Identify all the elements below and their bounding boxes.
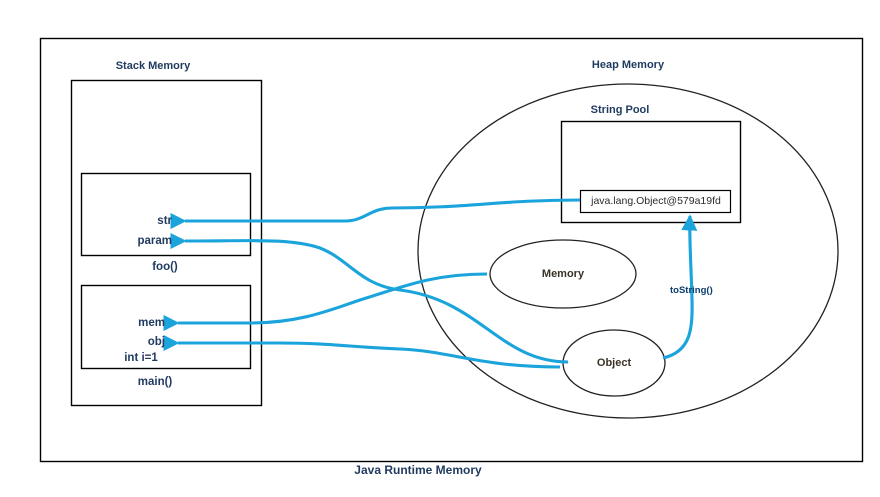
string-pool-box (560, 120, 742, 224)
stack-var-mem: mem (138, 317, 165, 329)
heap-object-object-label: Object (596, 357, 632, 369)
heap-object-memory-label: Memory (541, 268, 585, 280)
string-literal-box (579, 189, 732, 214)
outer-frame (39, 37, 864, 463)
stack-frame-label-foo: foo() (152, 261, 178, 273)
stack-frame-foo-box (80, 172, 252, 257)
arrow-param-to-object (170, 232, 569, 364)
stack-var-obj: obj (147, 336, 165, 348)
string-literal-value: java.lang.Object@579a19fd (591, 195, 721, 207)
arrow-str-to-string-literal (170, 198, 581, 230)
diagram-caption: Java Runtime Memory (354, 463, 482, 477)
stack-frame-label-main: main() (137, 376, 173, 388)
arrow-object-tostring-to-literal (662, 214, 698, 360)
heap-memory-ellipse (417, 83, 839, 419)
heap-memory-title: Heap Memory (591, 59, 665, 71)
stack-frame-main-box (80, 284, 252, 370)
tostring-method-label: toString() (670, 285, 713, 296)
stack-memory-title: Stack Memory (115, 60, 191, 72)
heap-object-memory-ellipse (489, 239, 637, 309)
arrow-obj-to-object (163, 334, 561, 369)
arrow-mem-to-memory (163, 272, 488, 332)
stack-var-str: str (157, 215, 172, 227)
stack-var-int-i: int i=1 (124, 352, 158, 364)
stack-var-param: param (137, 235, 172, 247)
stack-memory-box (70, 79, 263, 407)
string-pool-title: String Pool (590, 104, 650, 116)
